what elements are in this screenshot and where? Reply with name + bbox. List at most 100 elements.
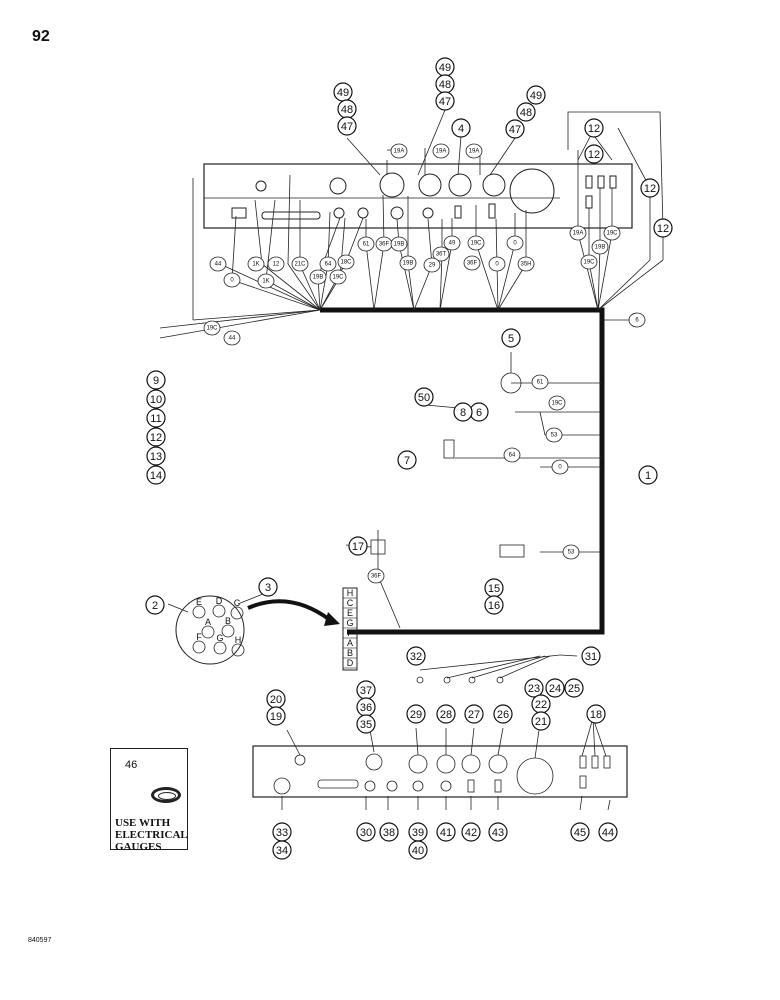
connector-pin-H: H [231,635,245,657]
callout-label: 28 [440,709,452,721]
callout-6: 6 [469,402,489,422]
wire-tag-label: 18C [340,260,352,266]
wire-tag-label: 19C [470,241,482,247]
callout-24: 24 [545,678,565,698]
callout-47: 47 [337,116,357,136]
callout-29: 29 [406,704,426,724]
wire-tag-label: 35H [520,262,531,268]
callout-label: 33 [276,827,288,839]
callout-28: 28 [436,704,456,724]
wire-tag-label: 36F [371,574,382,580]
callout-label: 38 [383,827,395,839]
callout-35: 35 [356,714,376,734]
svg-text:F: F [196,632,202,642]
callout-38: 38 [379,822,399,842]
svg-text:D: D [347,658,354,668]
callout-label: 30 [360,827,372,839]
callout-label: 25 [568,683,580,695]
callout-label: 4 [458,123,464,135]
wire-tag-label: 29 [429,263,436,269]
callout-label: 22 [535,699,547,711]
callout-label: 48 [439,79,451,91]
callout-label: 49 [337,87,349,99]
callout-12: 12 [146,427,166,447]
callout-label: 9 [153,375,159,387]
wire-tag-label: 49 [449,241,456,247]
wire-tag-label: 19A [469,149,480,155]
callout-label: 40 [412,845,424,857]
callout-label: 31 [585,651,597,663]
wire-tag-label: 53 [551,433,558,439]
wire-tag-19A: 19A [390,143,408,159]
upper-instrument-panel [203,163,633,229]
wire-tag-36T: 36T [432,246,450,262]
callout-47: 47 [505,119,525,139]
callout-7: 7 [397,450,417,470]
strip-pin-D: D [343,658,357,669]
callout-21: 21 [531,711,551,731]
wire-tag-36F: 36F [367,568,385,584]
wire-tag-label: 19B [394,242,405,248]
wire-tag-61: 61 [357,236,375,252]
wire-tag-label: 0 [558,465,562,471]
strip-pin-C: C [343,598,357,609]
callout-label: 35 [360,719,372,731]
callout-label: 48 [341,104,353,116]
callout-12: 12 [584,144,604,164]
callout-12: 12 [653,218,673,238]
wire-tag-label: 12 [273,262,280,268]
callout-36: 36 [356,697,376,717]
callout-37: 37 [356,680,376,700]
callout-label: 11 [150,413,161,425]
lower-instrument-panel [252,745,628,798]
gasket-part-number: 46 [125,759,138,771]
wire-tag-label: 19B [595,245,606,251]
callout-label: 42 [465,827,477,839]
wire-tag-49: 49 [443,235,461,251]
callout-label: 3 [265,582,271,594]
callout-3: 3 [258,577,278,597]
strip-pin-G: G [343,618,357,629]
wire-tag-44: 44 [223,330,241,346]
callout-12: 12 [640,178,660,198]
callout-44: 44 [598,822,618,842]
connector-strip [342,587,358,671]
wire-tag-label: 36F [467,261,478,267]
wire-tag-19A: 19A [569,225,587,241]
svg-text:B: B [225,616,231,626]
svg-text:B: B [347,648,353,658]
connector-pin-A: A [201,617,215,639]
callout-label: 50 [418,392,430,404]
callout-2: 2 [145,595,165,615]
callout-5: 5 [501,328,521,348]
connector-pin-D: D [212,596,226,618]
callout-label: 18 [590,709,602,721]
callout-41: 41 [436,822,456,842]
svg-text:C: C [234,598,241,608]
callout-label: 7 [404,455,410,467]
wire-tag-label: 19A [573,231,584,237]
wire-tag-label: 0 [513,241,517,247]
wire-tag-19A: 19A [432,143,450,159]
strip-pin-A: A [343,638,357,649]
svg-text:F: F [347,628,353,638]
wire-tag-36F: 36F [463,255,481,271]
connector-pin-B: B [221,616,235,638]
svg-text:D: D [216,596,223,606]
callout-27: 27 [464,704,484,724]
callout-49: 49 [333,82,353,102]
wire-tag-19C: 19C [467,235,485,251]
wire-tag-44: 44 [209,256,227,272]
callout-label: 15 [488,583,500,595]
callout-label: 44 [602,827,614,839]
connector-pin-C: C [230,598,244,620]
callout-label: 29 [410,709,422,721]
wire-tag-label: 19A [394,149,405,155]
callout-label: 10 [150,394,162,406]
wire-tag-label: 36F [379,242,390,248]
wire-tag-label: 0 [230,278,234,284]
wire-tag-64: 64 [319,256,337,272]
callout-8: 8 [453,402,473,422]
callout-12: 12 [584,118,604,138]
